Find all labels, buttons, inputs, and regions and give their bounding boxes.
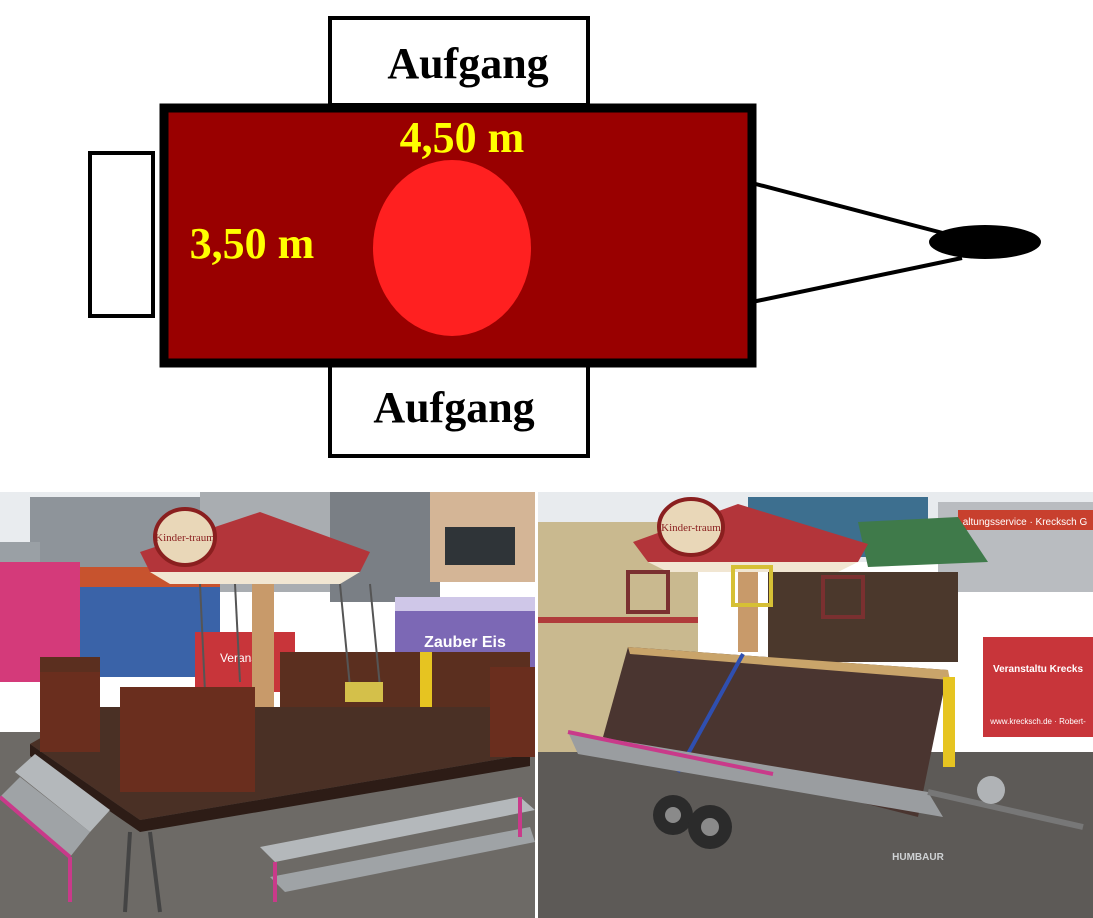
booth-text: Zauber Eis <box>424 634 506 651</box>
width-label: 4,50 m <box>400 113 525 162</box>
carousel-circle <box>373 160 531 336</box>
photo-carousel-setup: Zauber Eis Veranstal Kinder-traum <box>0 492 535 918</box>
facade-text: altungsservice · Krecksch G <box>963 517 1088 528</box>
carousel-floor-plan: Aufgang Aufgang 4,50 m 3,50 m <box>88 16 1041 458</box>
trailer-brand-text: HUMBAUR <box>892 852 944 863</box>
banner-text-right: Veranstaltu Krecks <box>993 664 1083 675</box>
drawbar-lower-line <box>751 256 963 304</box>
depth-label: 3,50 m <box>190 219 315 268</box>
sign-text-left: Kinder-traum <box>155 532 215 544</box>
sign-text-right: Kinder-traum <box>661 522 721 534</box>
hitch-ellipse <box>929 225 1041 259</box>
left-side-box <box>88 151 155 318</box>
kindertraum-sign-right <box>657 497 725 557</box>
stairs-bottom-box <box>328 363 590 458</box>
kindertraum-sign-left <box>153 507 217 567</box>
website-text: www.krecksch.de · Robert- <box>989 717 1086 726</box>
stairs-top-label: Aufgang <box>387 39 548 88</box>
drawbar-upper-line <box>751 181 963 240</box>
photo-carousel-transport: altungsservice · Krecksch G Veranstaltu … <box>538 492 1093 918</box>
stairs-bottom-label: Aufgang <box>373 383 534 432</box>
stairs-top-box <box>328 16 590 107</box>
